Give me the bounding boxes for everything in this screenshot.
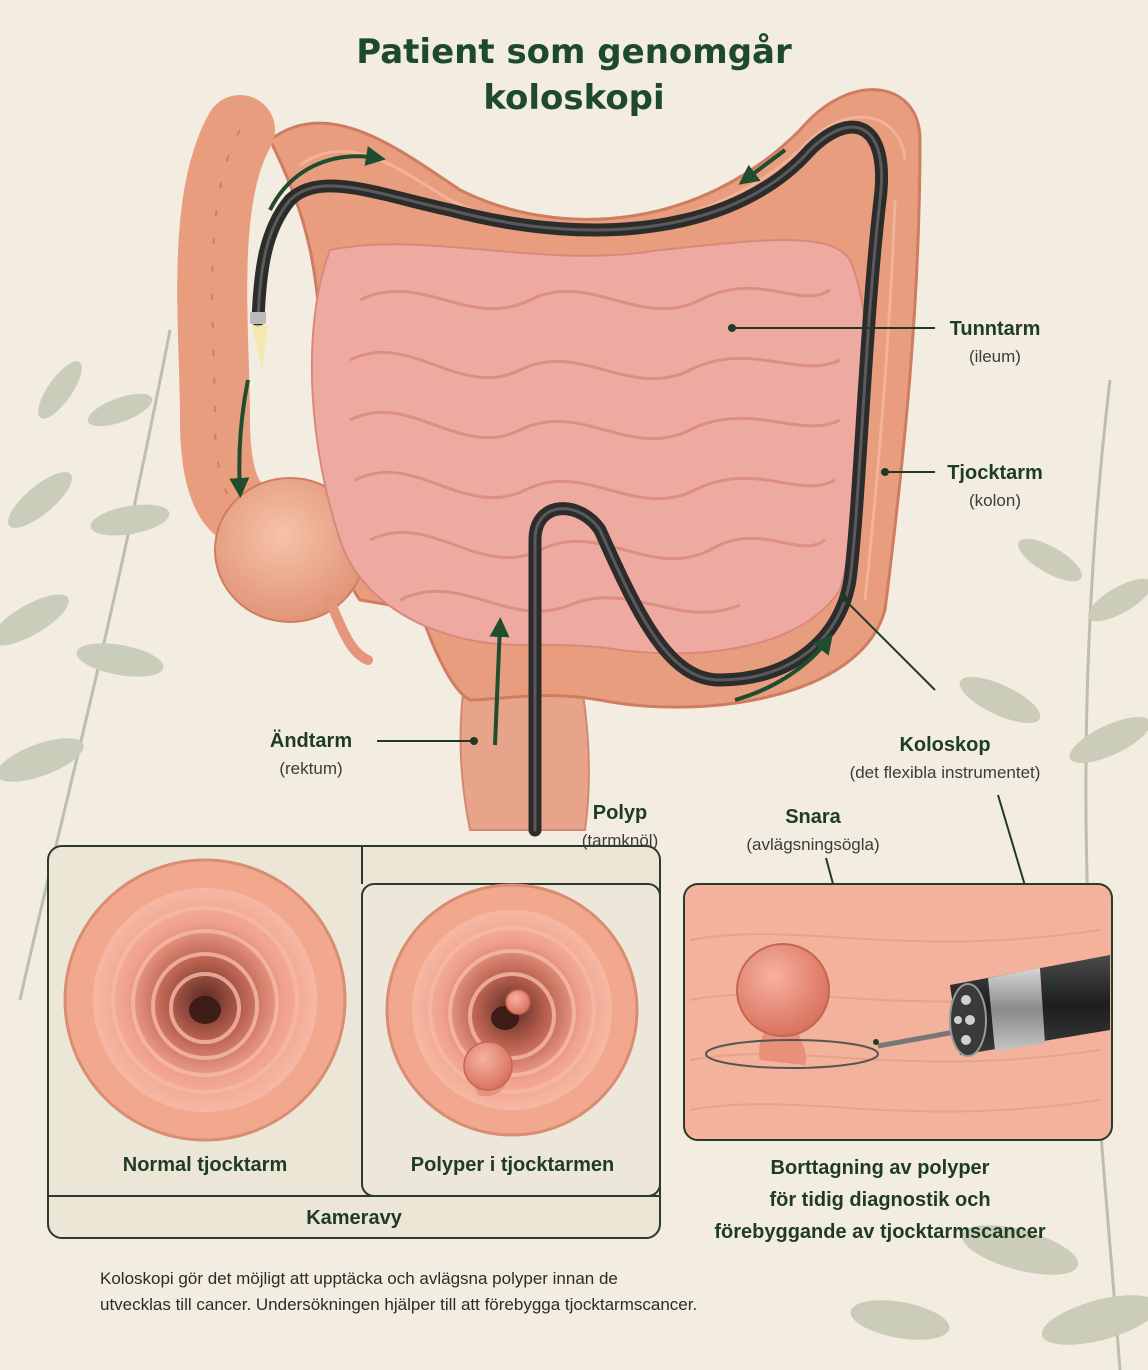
footnote-line-2: utvecklas till cancer. Undersökningen hj… — [100, 1295, 698, 1314]
label-small-intestine-sub: (ileum) — [969, 347, 1021, 366]
label-large-intestine-main: Tjocktarm — [947, 462, 1043, 484]
direction-arrows — [229, 146, 833, 746]
polyps-colon-view — [385, 883, 639, 1137]
label-small-intestine: Tunntarm (ileum) — [920, 318, 1070, 367]
scope-light-glow — [252, 325, 268, 370]
caption-normal-colon: Normal tjocktarm — [122, 1154, 288, 1176]
caption-polyp-removal-line-2: för tidig diagnostik och — [769, 1189, 991, 1211]
appendix — [325, 595, 373, 665]
normal-colon-view — [63, 858, 347, 1142]
caption-polyps-colon: Polyper i tjocktarmen — [410, 1154, 615, 1176]
label-snare-sub: (avlägsningsögla) — [746, 835, 880, 854]
large-polyp — [463, 1041, 513, 1091]
page-title-line-1: Patient som genomgår — [356, 32, 792, 72]
label-colonoscope: Koloskop (det flexibla instrumentet) — [815, 734, 1075, 783]
leaf-decoration-left — [0, 329, 172, 1001]
caption-polyp-removal-line-1: Borttagning av polyper — [770, 1157, 990, 1179]
label-polyp-main: Polyp — [592, 802, 648, 824]
page-title-line-2: koloskopi — [483, 78, 665, 118]
label-colonoscope-sub: (det flexibla instrumentet) — [849, 763, 1041, 782]
footnote-line-1: Koloskopi gör det möjligt att upptäcka o… — [100, 1269, 618, 1288]
scope-tip — [250, 312, 266, 324]
label-rectum-main: Ändtarm — [269, 730, 353, 752]
caption-polyp-removal-line-3: förebyggande av tjocktarmscancer — [714, 1221, 1046, 1243]
small-intestine — [310, 239, 870, 655]
snare-loop — [705, 1039, 879, 1069]
label-rectum: Ändtarm (rektum) — [246, 730, 376, 779]
removal-polyp — [736, 943, 830, 1037]
label-polyp-sub: (tarmknöl) — [581, 831, 659, 850]
label-rectum-sub: (rektum) — [279, 759, 343, 778]
label-colonoscope-main: Koloskop — [899, 734, 991, 756]
small-polyp — [505, 989, 531, 1015]
caption-polyp-removal: Borttagning av polyper för tidig diagnos… — [700, 1152, 1060, 1248]
colonoscope-tip — [949, 955, 1110, 1057]
label-large-intestine-sub: (kolon) — [969, 491, 1021, 510]
label-large-intestine: Tjocktarm (kolon) — [920, 462, 1070, 511]
polyp-removal-panel — [683, 883, 1113, 1141]
caption-camera-view: Kameravy — [306, 1207, 402, 1229]
label-snare-main: Snara — [785, 806, 841, 828]
footnote: Koloskopi gör det möjligt att upptäcka o… — [100, 1266, 860, 1318]
label-polyp: Polyp (tarmknöl) — [555, 802, 685, 851]
label-small-intestine-main: Tunntarm — [949, 318, 1041, 340]
label-snare: Snara (avlägsningsögla) — [728, 806, 898, 855]
